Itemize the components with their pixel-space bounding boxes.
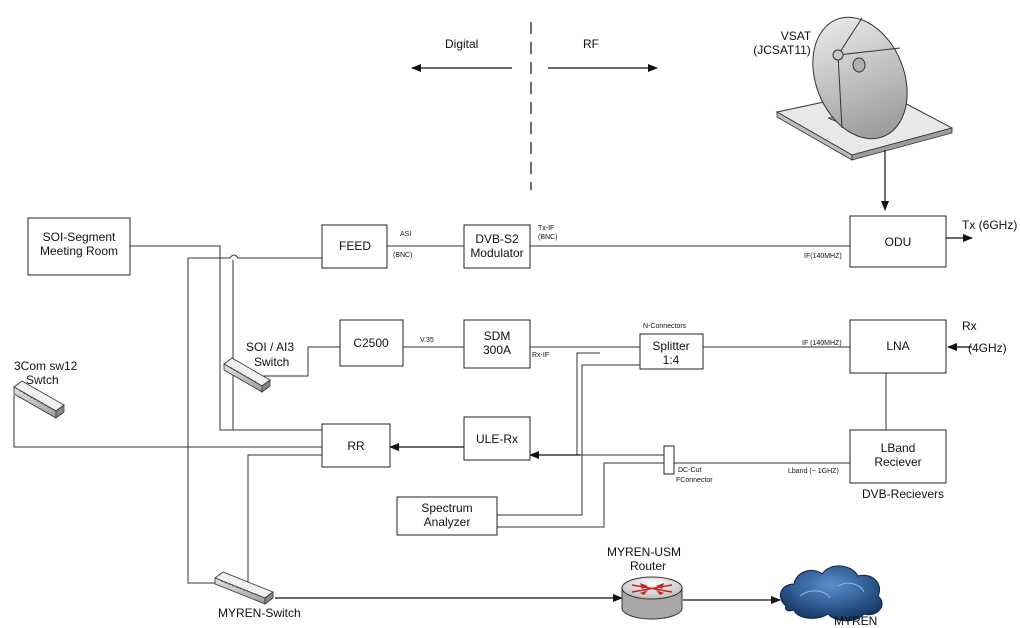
sdm-line2: 300A [483,343,511,357]
dc-cut-label: DC-Cut [678,467,701,474]
3com-switch-line1: 3Com sw12 [14,359,78,373]
rr-label: RR [347,439,365,453]
lband-line1: LBand [881,441,916,455]
asi-label: ASI [400,231,411,238]
myren-cloud-icon [779,565,883,622]
c2500-box: C2500 [339,319,404,367]
soi-segment-box: SOI-Segment Meeting Room [27,217,131,276]
rx-label: Rx [962,319,977,333]
lband-receiver-box: LBand Reciever [849,429,947,484]
n-connectors-label: N-Connectors [643,323,687,330]
v35-label: V.35 [420,337,434,344]
splitter-line2: 1:4 [663,353,680,367]
vsat-label: VSAT [781,29,812,43]
if140-top-label: IF(140MHZ) [804,253,842,260]
bnc2-label: (BNC) [538,234,557,241]
soi-segment-line1: SOI-Segment [43,230,116,244]
soi-switch-line2: Switch [254,355,289,369]
lna-label: LNA [886,339,909,353]
feed-box: FEED [321,224,388,269]
vsat-satellite-label: (JCSAT11) [753,43,811,57]
lband-freq-label: Lband (~ 1GHZ) [788,468,839,475]
rx-if-label: Rx-IF [532,352,549,359]
sdm-300a-box: SDM 300A [463,319,531,369]
rr-box: RR [321,423,391,468]
myren-switch-icon [214,571,274,605]
myren-switch-label: MYREN-Switch [218,606,301,620]
feed-label: FEED [339,239,371,253]
3com-switch-line2: Swtch [26,373,59,387]
soi-switch-line1: SOI / AI3 [246,340,294,354]
rf-label: RF [583,37,599,51]
dc-cut-connector-icon [663,445,675,475]
dvb-s2-line2: Modulator [470,246,523,260]
soi-segment-line2: Meeting Room [40,244,118,258]
domain-divider: Digital RF [411,22,658,190]
tx-6ghz-label: Tx (6GHz) [962,218,1017,232]
digital-label: Digital [445,37,478,51]
splitter-line1: Splitter [652,339,689,353]
spectrum-line1: Spectrum [421,501,472,515]
odu-box: ODU [849,215,947,268]
odu-label: ODU [885,235,912,249]
soi-ai3-switch-icon [223,357,271,393]
c2500-label: C2500 [353,336,389,350]
lna-box: LNA [849,319,947,374]
router-line1: MYREN-USM [607,545,681,559]
ule-rx-label: ULE-Rx [476,432,518,446]
tx-if-label: Tx-IF [538,225,554,232]
myren-cloud-label: MYREN [834,614,877,628]
if140-mid-label: IF (140MHZ) [802,340,842,347]
router-line2: Router [630,559,666,573]
connection-labels: ASI (BNC) Tx-IF (BNC) IF(140MHZ) V.35 Rx… [393,225,842,484]
dvb-s2-line1: DVB-S2 [475,232,519,246]
vsat-dish-icon [775,16,954,161]
bnc1-label: (BNC) [393,252,412,259]
3com-switch-icon [13,380,65,419]
spectrum-line2: Analyzer [424,515,471,529]
fconnector-label: FConnector [676,477,713,484]
spectrum-analyzer-box: Spectrum Analyzer [396,496,498,536]
rx-4ghz-label: (4GHz) [968,341,1007,355]
splitter-box: Splitter 1:4 [639,333,704,370]
dvb-s2-modulator-box: DVB-S2 Modulator [463,224,531,269]
dvb-receivers-label: DVB-Recievers [862,487,944,501]
lband-line2: Reciever [874,455,921,469]
router-icon [621,576,683,620]
ule-rx-box: ULE-Rx [463,416,531,461]
sdm-line1: SDM [484,329,511,343]
